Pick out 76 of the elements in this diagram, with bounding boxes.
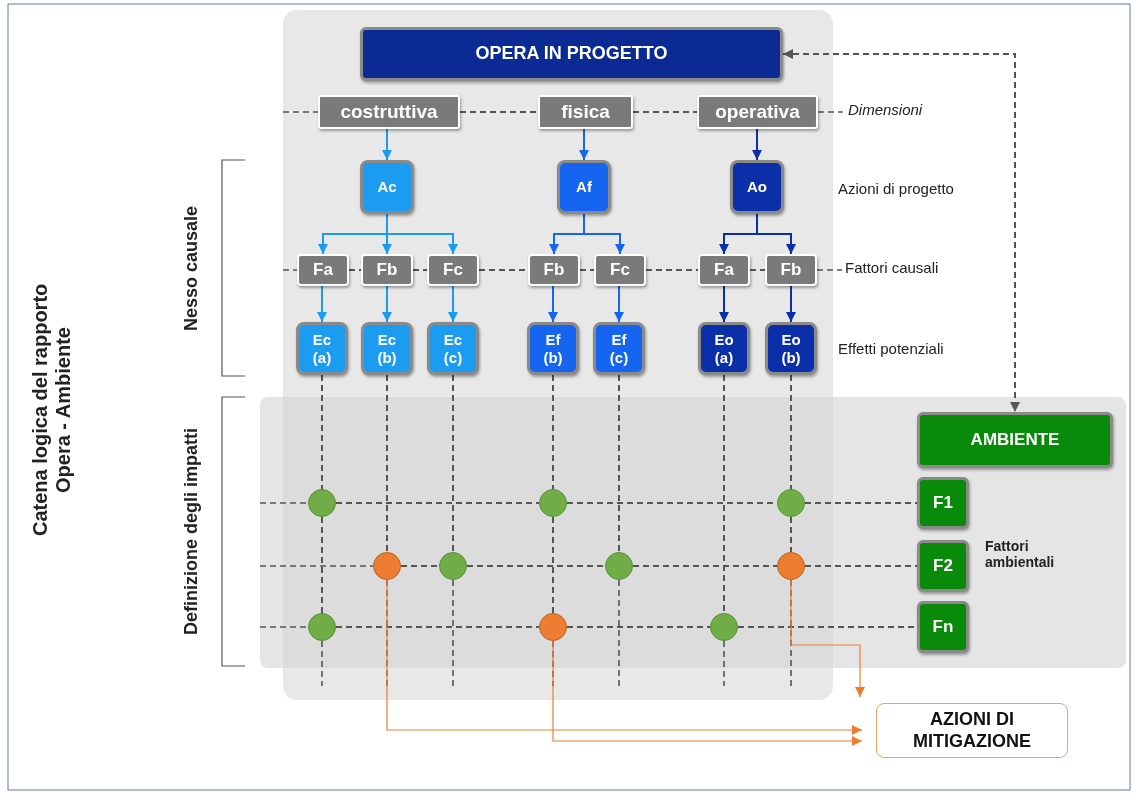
connector-line [412, 269, 428, 271]
connector-line [723, 374, 725, 614]
environment-box: Fn [917, 601, 969, 653]
connector-line [632, 111, 698, 113]
environment-box: F2 [917, 540, 969, 592]
action-box: Ec (a) [296, 322, 348, 375]
factor-box: Fc [427, 254, 479, 286]
connector-line [466, 565, 606, 567]
connector-line [804, 565, 918, 567]
connector-line [749, 269, 766, 271]
connector-line [552, 516, 554, 614]
action-box: Ac [360, 160, 414, 214]
arrow [583, 213, 625, 255]
connector-line [804, 502, 918, 504]
diagram-title: Catena logica del rapporto Opera - Ambiente [28, 282, 75, 539]
connector-line [552, 374, 554, 490]
connector-line [645, 269, 699, 271]
dimension-box: costruttiva [318, 95, 460, 129]
arrow [786, 285, 796, 323]
connector-line [335, 502, 540, 504]
factor-box: Fb [361, 254, 413, 286]
arrow [756, 213, 796, 255]
environment-box: F1 [917, 477, 969, 529]
arrow [382, 128, 392, 161]
action-box: Eo (a) [698, 322, 750, 375]
factor-box: Fa [297, 254, 349, 286]
title-box: OPERA IN PROGETTO [360, 27, 783, 81]
action-box: Eo (b) [765, 322, 817, 375]
connector-line [459, 111, 539, 113]
action-box: Ef (b) [527, 322, 579, 375]
mitigation-box: AZIONI DI MITIGAZIONE [876, 703, 1068, 758]
arrow [752, 128, 762, 161]
factor-box: Fc [594, 254, 646, 286]
row-label: Azioni di progetto [838, 180, 955, 199]
action-box: Ef (c) [593, 322, 645, 375]
connector-line [348, 269, 362, 271]
connector-line [321, 374, 323, 490]
factor-box: Fb [765, 254, 817, 286]
row-label: Fattori causali [845, 259, 940, 278]
factor-group-label: Fattori ambientali [985, 538, 1056, 572]
action-box: Af [557, 160, 611, 214]
arrow [548, 285, 558, 323]
connector-line [566, 626, 711, 628]
action-box: Ec (c) [427, 322, 479, 375]
row-label: Effetti potenziali [838, 340, 945, 359]
arrow [782, 49, 1020, 413]
factor-box: Fb [528, 254, 580, 286]
connector-line [321, 516, 323, 614]
action-box: Ec (b) [361, 322, 413, 375]
connector-line [400, 565, 440, 567]
arrow [317, 285, 327, 323]
arrow [552, 640, 863, 746]
connector-line [452, 374, 454, 553]
dimension-box: fisica [538, 95, 633, 129]
connector-line [790, 516, 792, 553]
connector-line [632, 565, 778, 567]
factor-box: Fa [698, 254, 750, 286]
connector-line [579, 269, 595, 271]
arrow [719, 285, 729, 323]
section-label: Definizione degli impatti [179, 426, 202, 637]
connector-line [386, 374, 388, 553]
connector-line [335, 626, 540, 628]
arrow [382, 285, 392, 323]
connector-line [790, 374, 792, 490]
arrow [386, 213, 458, 255]
dimension-label: Dimensioni [848, 101, 924, 120]
arrow [579, 128, 589, 161]
arrow [790, 579, 865, 698]
section-label: Nesso causale [179, 204, 202, 333]
dimension-box: operativa [697, 95, 818, 129]
action-box: Ao [730, 160, 784, 214]
environment-box: AMBIENTE [917, 412, 1113, 468]
connector-line [618, 374, 620, 553]
arrow [614, 285, 624, 323]
arrow [448, 285, 458, 323]
arrow [386, 579, 863, 735]
